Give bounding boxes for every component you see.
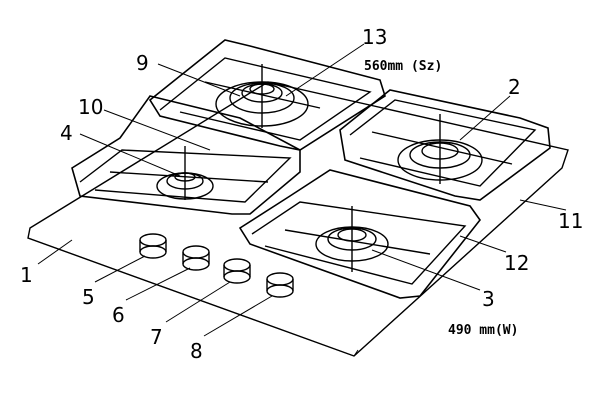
width-dimension-label: 490 mm(W) <box>448 323 518 338</box>
callout-3: 3 <box>482 287 495 311</box>
callout-11: 11 <box>558 209 583 233</box>
callout-10: 10 <box>78 95 103 119</box>
knob-6[interactable] <box>182 245 210 271</box>
callout-4: 4 <box>60 121 73 145</box>
knob-7[interactable] <box>223 258 251 284</box>
callout-9: 9 <box>136 51 149 75</box>
callout-2: 2 <box>508 75 521 99</box>
callout-6: 6 <box>112 303 125 327</box>
callout-12: 12 <box>504 251 529 275</box>
leader-lines <box>37 43 567 337</box>
pan-support-front-right <box>238 169 482 299</box>
callout-5: 5 <box>82 285 95 309</box>
callout-8: 8 <box>190 339 203 363</box>
pan-support-back-right <box>339 89 551 201</box>
depth-dimension-label: 560mm (Sz) <box>364 59 442 74</box>
pan-support-back-left <box>148 39 386 151</box>
callout-labels: 1 2 3 4 5 6 7 8 9 10 11 12 13 <box>20 25 583 363</box>
knob-5[interactable] <box>139 233 167 259</box>
callout-13: 13 <box>362 25 387 49</box>
pan-support-front-left <box>71 95 301 215</box>
callout-1: 1 <box>20 263 33 287</box>
callout-7: 7 <box>150 325 163 349</box>
knob-8[interactable] <box>266 272 294 298</box>
